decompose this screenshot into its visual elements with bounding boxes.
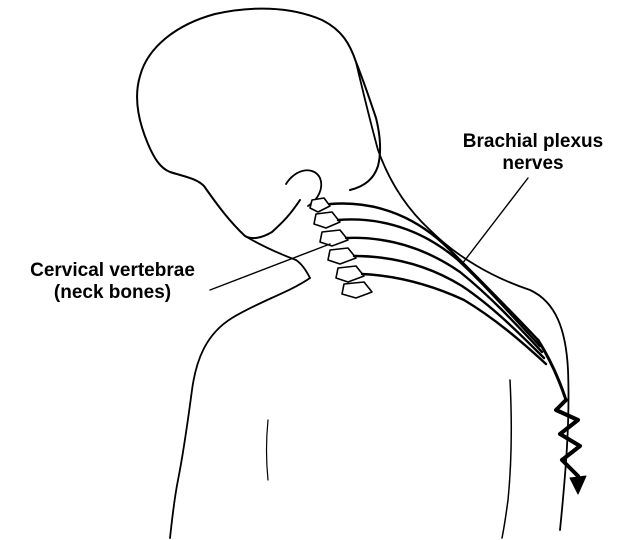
cervical-label-line2: (neck bones)	[10, 282, 215, 304]
vertebra-4	[328, 248, 356, 264]
vertebra-1	[310, 198, 330, 212]
cervical-label-line1: Cervical vertebrae	[10, 260, 215, 282]
vertebra-6	[342, 282, 372, 298]
vertebra-2	[314, 212, 340, 228]
arrow-head	[570, 476, 586, 494]
chin-neck-front	[245, 236, 310, 278]
nerve-trunk	[538, 340, 566, 400]
brachial-plexus-label: Brachial plexus nerves	[448, 131, 618, 175]
nerve-4	[354, 256, 544, 358]
right-arm-inner	[502, 380, 511, 538]
cervical-leader-line	[210, 244, 330, 290]
vertebra-5	[336, 266, 364, 282]
brachial-label-line2: nerves	[448, 153, 618, 175]
brachial-leader-line	[462, 178, 528, 264]
cervical-vertebrae-label: Cervical vertebrae (neck bones)	[10, 260, 215, 304]
brachial-plexus-nerves	[330, 203, 566, 400]
brachial-label-line1: Brachial plexus	[448, 131, 618, 153]
spine-line	[267, 420, 269, 480]
vertebra-3	[320, 230, 348, 246]
left-shoulder-outline	[170, 278, 310, 538]
